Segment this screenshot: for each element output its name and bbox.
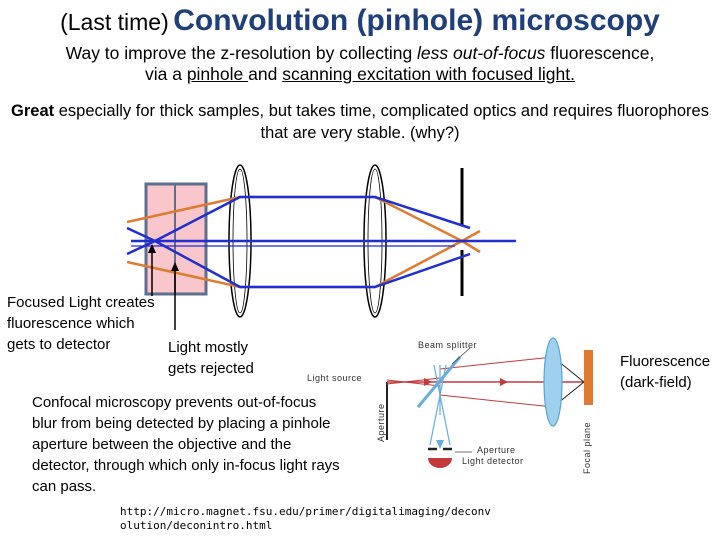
blue-ray-bottom (126, 239, 471, 289)
subtitle-line-1: Way to improve the z-resolution by colle… (0, 43, 720, 64)
beam-splitter-mirror (416, 356, 462, 408)
subtitle-underlined: pinhole (186, 64, 249, 84)
subtitle-text: via a (144, 64, 187, 84)
note-line: aperture between the objective and the (32, 436, 292, 453)
aperture-bottom-label: Aperture (477, 445, 516, 455)
subtitle: Way to improve the z-resolution by colle… (0, 43, 720, 85)
inset-lens (543, 337, 563, 427)
blue-ray-top (126, 195, 471, 243)
beam-splitter-label: Beam splitter (418, 340, 477, 350)
great-bold: Great (11, 102, 55, 120)
page-title: (Last time) Convolution (pinhole) micros… (0, 4, 720, 38)
confocal-description: Confocal microscopy prevents out-of-focu… (32, 392, 392, 497)
focused-light-note: Focused Light creates fluorescence which… (7, 292, 155, 355)
note-line: Focused Light creates (7, 294, 155, 311)
source-url-line: olution/deconintro.html (120, 519, 273, 532)
title-main: Convolution (pinhole) microscopy (173, 4, 660, 37)
subtitle-underlined: scanning excitation with focused light. (282, 64, 575, 84)
note-line: (dark-field) (620, 374, 692, 391)
note-line: can pass. (32, 478, 97, 495)
aperture-vertical-label: Aperture (376, 403, 386, 442)
light-detector-label: Light detector (462, 456, 524, 466)
note-line: gets rejected (168, 360, 254, 377)
light-source-label: Light source (307, 373, 362, 383)
subtitle-line-2: via a pinhole and scanning excitation wi… (0, 64, 720, 85)
note-line: blur from being detected by placing a pi… (32, 415, 331, 432)
light-detector-icon (428, 458, 452, 468)
great-text: especially for thick samples, but takes … (54, 102, 709, 142)
focal-plane-label: Focal plane (582, 422, 592, 474)
source-url: http://micro.magnet.fsu.edu/primer/digit… (120, 505, 491, 533)
note-line: Fluorescence (620, 353, 711, 370)
rejected-light-note: Light mostly gets rejected (168, 337, 254, 379)
source-url-line: http://micro.magnet.fsu.edu/primer/digit… (120, 505, 491, 518)
subtitle-text: Way to improve the z-resolution by colle… (65, 43, 418, 63)
focal-plane-bar (584, 350, 593, 405)
note-line: detector, through which only in-focus li… (32, 457, 340, 474)
fluorescence-note: Fluorescence (dark-field) (620, 351, 710, 393)
note-line: fluorescence which (7, 315, 135, 332)
note-line: Confocal microscopy prevents out-of-focu… (32, 394, 317, 411)
note-line: gets to detector (7, 336, 111, 353)
note-line: Light mostly (168, 339, 249, 356)
subtitle-text: fluorescence, (545, 43, 655, 63)
subtitle-emphasis: less out-of-focus (417, 43, 546, 63)
title-prefix: (Last time) (60, 9, 169, 35)
great-paragraph: Great especially for thick samples, but … (10, 100, 710, 144)
subtitle-text: and (248, 64, 283, 84)
